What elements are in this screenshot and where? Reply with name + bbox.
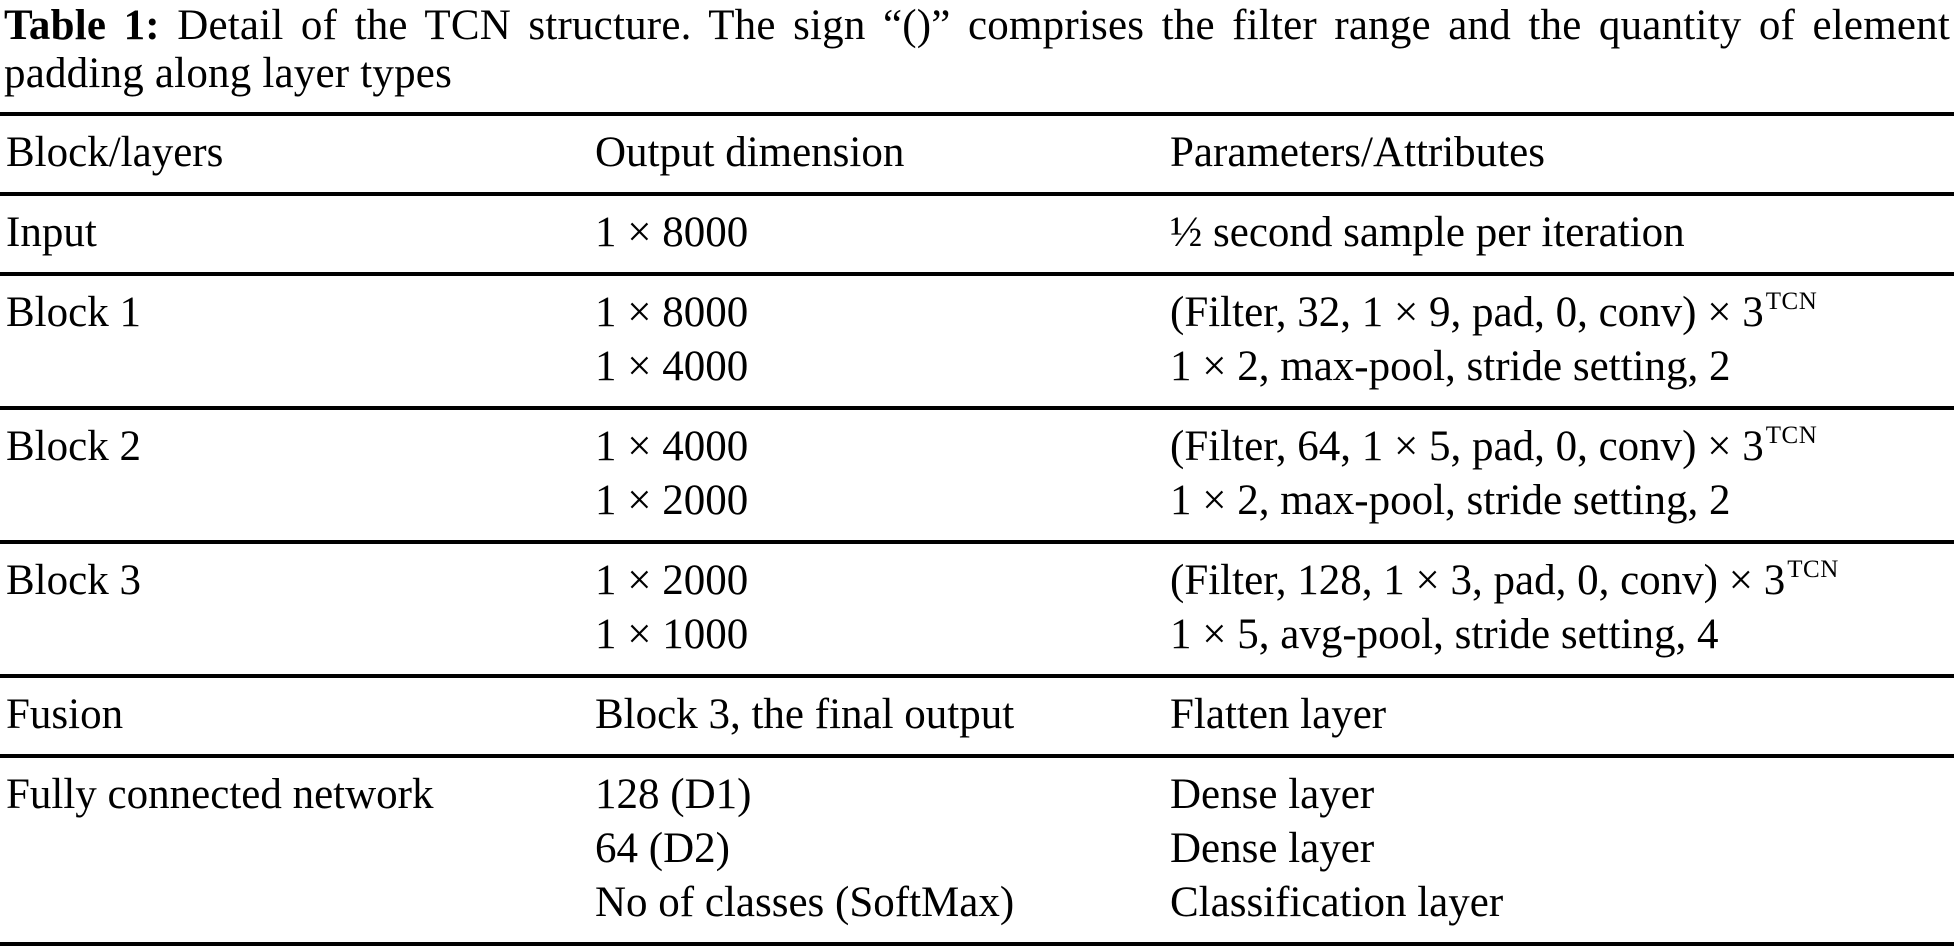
parameter-line: ½ second sample per iteration [1170,206,1954,260]
parameters-cell: (Filter, 64, 1 × 5, pad, 0, conv) × 3TCN… [1170,408,1954,542]
parameter-line: Dense layer [1170,822,1954,876]
table-row-block-1: Block 1 1 × 8000 1 × 4000 (Filter, 32, 1… [0,274,1954,408]
dimension-line: 64 (D2) [595,825,730,872]
table-row-input: Input 1 × 8000 ½ second sample per itera… [0,194,1954,274]
parameter-line: Classification layer [1170,876,1954,930]
header-parameters-attributes: Parameters/Attributes [1170,129,1545,176]
table-row-fully-connected: Fully connected network 128 (D1) 64 (D2)… [0,756,1954,944]
caption-label: Table 1: [4,2,160,49]
parameter-text: (Filter, 128, 1 × 3, pad, 0, conv) × 3 [1170,557,1786,604]
parameter-line: (Filter, 64, 1 × 5, pad, 0, conv) × 3TCN [1170,420,1954,474]
dimension-line: 1 × 8000 [595,289,749,336]
parameter-text: ½ second sample per iteration [1170,209,1685,256]
dimension-line: 1 × 1000 [595,611,749,658]
block-name: Fully connected network [6,771,434,818]
parameter-line: 1 × 2, max-pool, stride setting, 2 [1170,474,1954,528]
output-dimension-cell: 1 × 4000 1 × 2000 [595,408,1170,542]
parameters-cell: (Filter, 128, 1 × 3, pad, 0, conv) × 3TC… [1170,542,1954,676]
dimension-line: 1 × 4000 [595,343,749,390]
output-dimension-cell: 1 × 2000 1 × 1000 [595,542,1170,676]
block-name: Block 2 [6,423,141,470]
block-name: Fusion [6,691,124,738]
parameter-text: Dense layer [1170,771,1375,818]
output-dimension-cell: Block 3, the final output [595,676,1170,756]
parameter-text: (Filter, 32, 1 × 9, pad, 0, conv) × 3 [1170,289,1764,336]
dimension-line: 1 × 2000 [595,557,749,604]
parameter-text: Classification layer [1170,879,1504,926]
parameters-cell: ½ second sample per iteration [1170,194,1954,274]
dimension-line: 1 × 2000 [595,477,749,524]
header-block-layers: Block/layers [6,129,224,176]
table-row-block-2: Block 2 1 × 4000 1 × 2000 (Filter, 64, 1… [0,408,1954,542]
tcn-superscript: TCN [1765,288,1818,315]
parameter-text: Flatten layer [1170,691,1387,738]
parameter-text: (Filter, 64, 1 × 5, pad, 0, conv) × 3 [1170,423,1764,470]
output-dimension-cell: 128 (D1) 64 (D2) No of classes (SoftMax) [595,756,1170,944]
dimension-line: 1 × 4000 [595,423,749,470]
parameter-line: (Filter, 32, 1 × 9, pad, 0, conv) × 3TCN [1170,286,1954,340]
parameter-text: 1 × 5, avg-pool, stride setting, 4 [1170,611,1719,658]
output-dimension-cell: 1 × 8000 [595,194,1170,274]
parameters-cell: Flatten layer [1170,676,1954,756]
parameter-text: 1 × 2, max-pool, stride setting, 2 [1170,343,1731,390]
dimension-line: Block 3, the final output [595,691,1015,738]
parameters-cell: Dense layer Dense layer Classification l… [1170,756,1954,944]
tcn-structure-table: Block/layers Output dimension Parameters… [0,112,1954,946]
table-caption: Table 1: Detail of the TCN structure. Th… [4,2,1950,98]
parameter-line: 1 × 5, avg-pool, stride setting, 4 [1170,608,1954,662]
tcn-superscript: TCN [1787,556,1839,583]
parameters-cell: (Filter, 32, 1 × 9, pad, 0, conv) × 3TCN… [1170,274,1954,408]
dimension-line: No of classes (SoftMax) [595,879,1015,926]
output-dimension-cell: 1 × 8000 1 × 4000 [595,274,1170,408]
parameter-line: Dense layer [1170,768,1954,822]
caption-text: Detail of the TCN structure. The sign “(… [4,2,1950,97]
block-name: Input [6,209,97,256]
parameter-line: (Filter, 128, 1 × 3, pad, 0, conv) × 3TC… [1170,554,1954,608]
block-name: Block 1 [6,289,141,336]
header-output-dimension: Output dimension [595,129,905,176]
tcn-superscript: TCN [1765,422,1818,449]
parameter-text: 1 × 2, max-pool, stride setting, 2 [1170,477,1731,524]
parameter-line: 1 × 2, max-pool, stride setting, 2 [1170,340,1954,394]
block-name: Block 3 [6,557,141,604]
table-row-block-3: Block 3 1 × 2000 1 × 1000 (Filter, 128, … [0,542,1954,676]
dimension-line: 128 (D1) [595,771,752,818]
parameter-line: Flatten layer [1170,688,1954,742]
table-row-fusion: Fusion Block 3, the final output Flatten… [0,676,1954,756]
dimension-line: 1 × 8000 [595,209,749,256]
header-row: Block/layers Output dimension Parameters… [0,114,1954,194]
parameter-text: Dense layer [1170,825,1375,872]
